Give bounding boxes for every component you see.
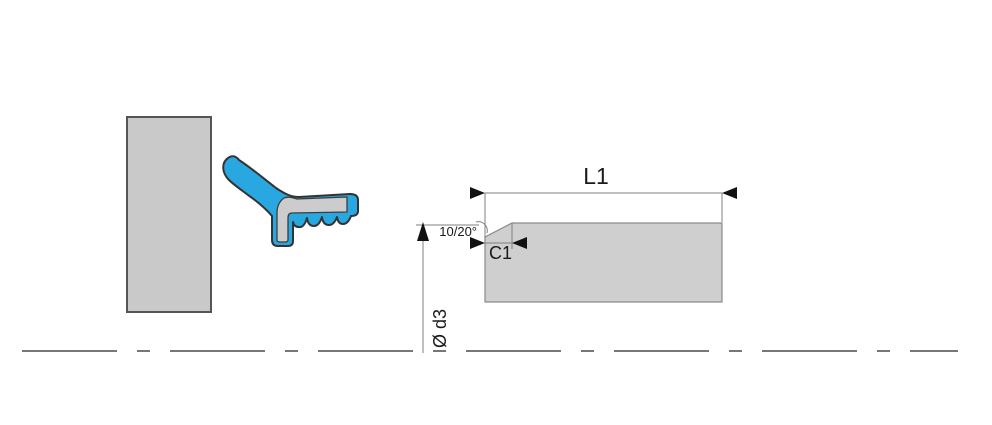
l1-arrow-right-icon [722,187,737,199]
angle-label: 10/20° [439,224,477,239]
d3-arrow-up-icon [417,222,429,241]
chamfer-angle-annotation: 10/20° [439,221,488,239]
d3-label: Ø d3 [430,309,450,348]
c1-arrow-right-icon [512,237,527,249]
c1-arrow-left-icon [470,237,485,249]
dimension-l1: L1 [470,163,737,238]
rod-shaft [484,222,723,303]
seal-metal-insert [276,196,348,243]
dimension-d3: Ø d3 [416,222,479,353]
l1-label: L1 [583,163,609,189]
housing-block [126,116,212,313]
l1-arrow-left-icon [470,187,485,199]
dimension-c1: C1 [470,223,527,263]
angle-arc-icon [475,221,488,234]
c1-label: C1 [489,243,512,263]
